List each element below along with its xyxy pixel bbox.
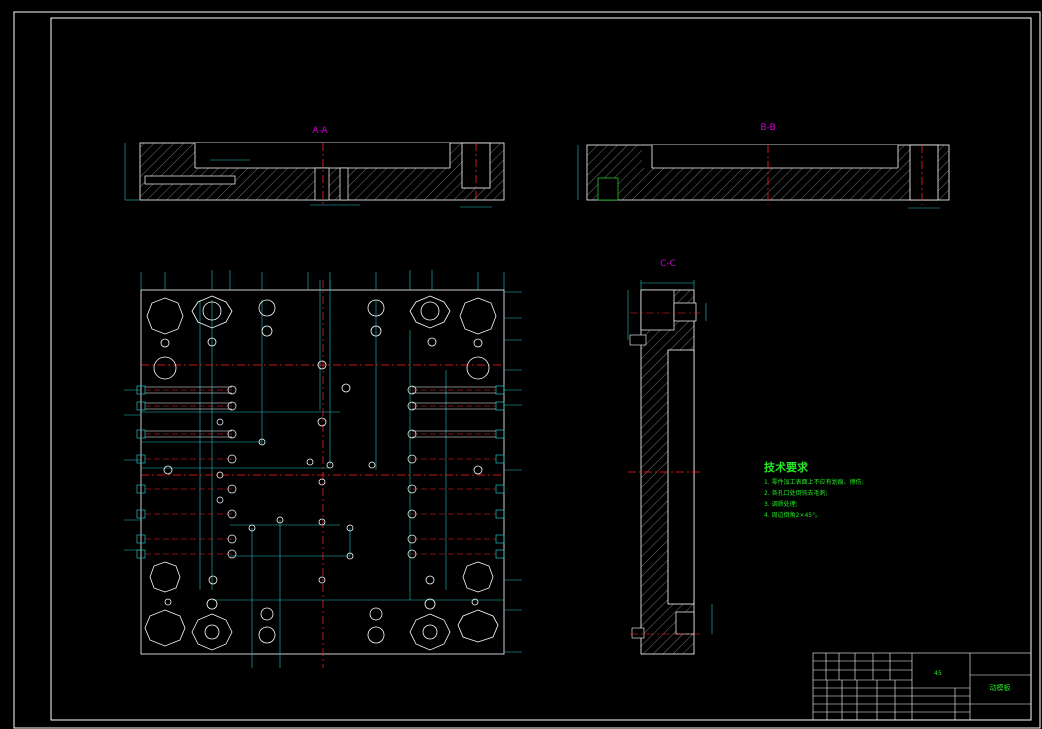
title-block-scale: 45 — [934, 670, 942, 677]
plan-holes — [144, 295, 499, 651]
section-bb: B-B — [577, 123, 950, 209]
tech-requirement-line: 2. 各孔口处倒钝去毛刺; — [764, 490, 828, 497]
inner-frame — [50, 17, 1032, 721]
section-aa: A-A — [124, 126, 505, 208]
tech-requirement-line: 1. 零件加工表面上不应有划痕、擦伤; — [764, 479, 864, 486]
section-cc-label: C-C — [660, 259, 676, 269]
tech-requirements-title: 技术要求 — [764, 461, 808, 474]
plan-center-lines — [141, 280, 504, 668]
title-block — [812, 652, 1032, 721]
plan-ejector-slots — [136, 385, 505, 559]
outer-frame — [13, 11, 1041, 729]
section-cc: C-C — [627, 259, 713, 655]
section-bb-label: B-B — [760, 123, 775, 133]
title-block-part-name: 动模板 — [990, 683, 1011, 692]
tech-requirement-line: 3. 调质处理; — [764, 501, 798, 508]
tech-requirement-line: 4. 周边倒角2×45°。 — [764, 512, 822, 519]
section-aa-label: A-A — [312, 126, 328, 136]
plan-view — [124, 270, 522, 668]
